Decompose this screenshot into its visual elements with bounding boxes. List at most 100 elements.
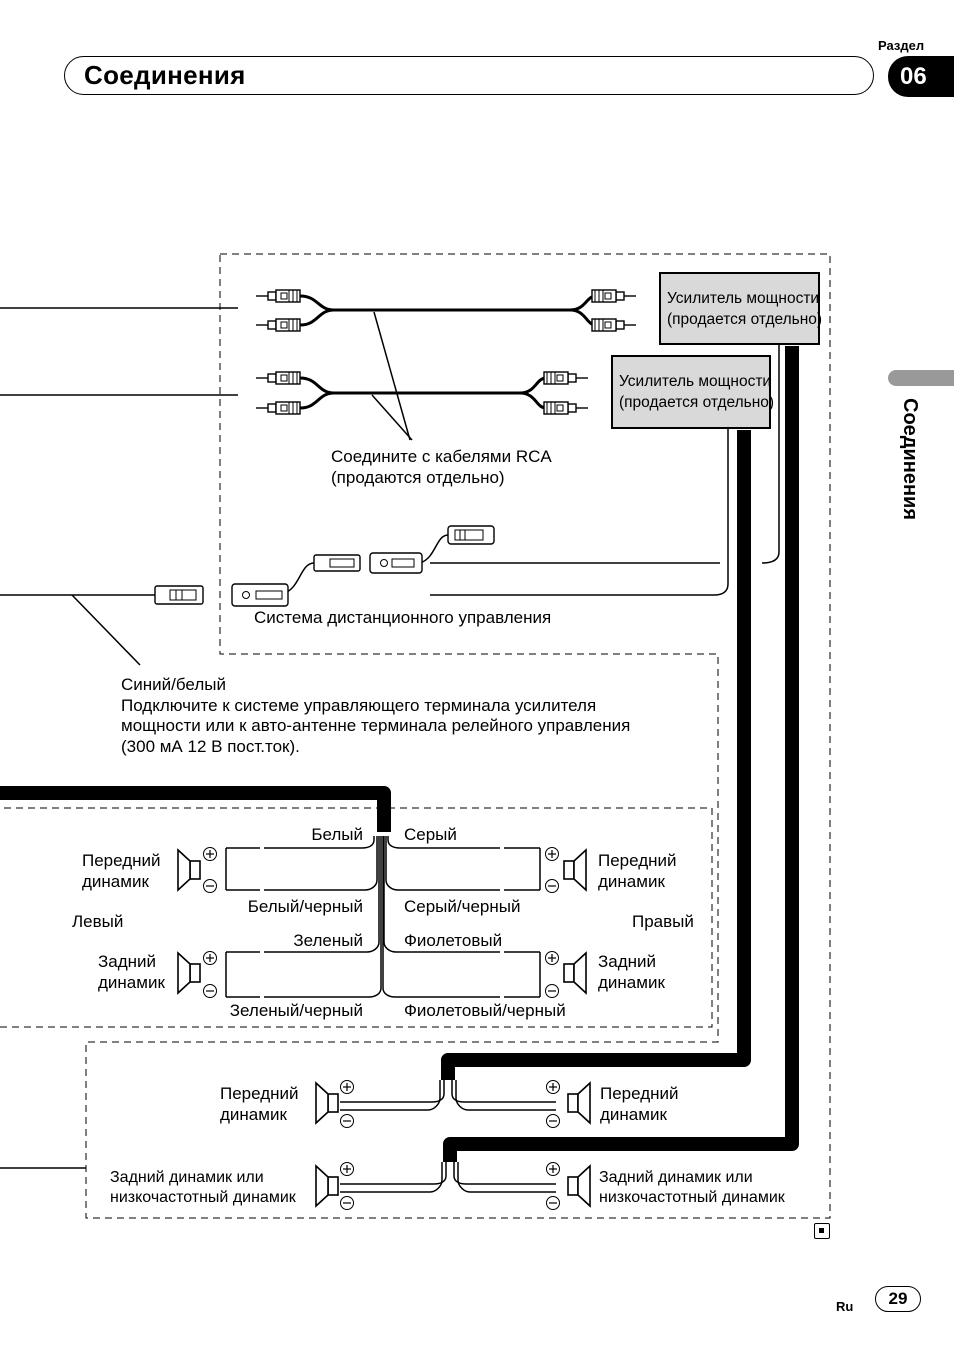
blue-white-connector <box>154 585 204 605</box>
rca-plug-top-right-2 <box>591 318 637 332</box>
rca-note-line-2: (продаются отдельно) <box>331 468 505 487</box>
remote-connector-upper <box>419 525 495 564</box>
rca-pointer-2 <box>371 394 413 441</box>
amp-front-right-plus-icon <box>545 1079 561 1095</box>
rca-plug-top-right-1 <box>591 289 637 303</box>
right-front-label-2: динамик <box>598 872 665 891</box>
left-side-label: Левый <box>72 912 123 931</box>
left-front-plus-icon <box>202 846 218 862</box>
blue-white-title: Синий/белый <box>121 675 226 694</box>
right-front-minus-icon <box>544 878 560 894</box>
wire-label-violet: Фиолетовый <box>404 931 502 950</box>
amp-front-right-speaker <box>567 1082 591 1124</box>
left-rear-minus-icon <box>202 983 218 999</box>
rca-pointer-1 <box>373 311 411 441</box>
side-tab-marker <box>888 370 954 386</box>
amp-front-left-speaker <box>315 1082 339 1124</box>
blue-white-line-3: мощности или к авто-антенне терминала ре… <box>121 716 630 735</box>
wire-label-white-black: Белый/черный <box>248 897 363 916</box>
amp-rear-right-minus-icon <box>545 1195 561 1211</box>
amp-bottom-label-1: Усилитель мощности <box>619 373 771 390</box>
amp-rear-right-plus-icon <box>545 1161 561 1177</box>
wire-label-white: Белый <box>311 825 363 844</box>
amplifier-box-bottom <box>611 355 771 429</box>
amp-front-left-plus-icon <box>339 1079 355 1095</box>
amp-front-right-minus-icon <box>545 1113 561 1129</box>
remote-connector-mid-male <box>281 554 361 595</box>
left-rear-speaker <box>177 952 201 994</box>
upper-dashed-frame <box>85 253 831 1219</box>
amp-top-label-1: Усилитель мощности <box>667 290 819 307</box>
amp-bottom-label-2: (продается отдельно) <box>619 394 774 411</box>
amp-rear-right-label-2: низкочастотный динамик <box>599 1189 786 1206</box>
rca-plug-mid-right-2 <box>543 401 589 415</box>
rca-plug-top-left-1 <box>255 289 301 303</box>
blue-white-line-4: (300 мА 12 В пост.ток). <box>121 737 300 756</box>
amp-rear-left-minus-icon <box>339 1195 355 1211</box>
amp-front-right-label-1: Передний <box>600 1084 679 1103</box>
head-unit-harness <box>0 786 391 832</box>
left-front-minus-icon <box>202 878 218 894</box>
amp-rear-left-speaker <box>315 1165 339 1207</box>
amp-bottom-speaker-cable <box>441 430 751 1080</box>
right-rear-plus-icon <box>544 950 560 966</box>
page-title: Соединения <box>84 60 246 90</box>
amp-front-left-label-1: Передний <box>220 1084 299 1103</box>
left-rear-plus-icon <box>202 950 218 966</box>
language-code: Ru <box>836 1299 854 1314</box>
amp-top-speaker-cable <box>443 346 799 1162</box>
wire-label-green-black: Зеленый/черный <box>230 1001 363 1020</box>
right-rear-label-2: динамик <box>598 973 665 992</box>
amplifier-box-top <box>659 272 820 345</box>
remote-wire-bottom-amp <box>430 428 729 596</box>
harness-branch-left <box>226 836 382 998</box>
rca-plug-mid-left-2 <box>255 401 301 415</box>
remote-connector-left <box>231 583 289 607</box>
blue-white-pointer <box>71 594 141 666</box>
left-rear-label-2: динамик <box>98 973 165 992</box>
left-front-label-2: динамик <box>82 872 149 891</box>
blue-white-line-2: Подключите к системе управляющего термин… <box>121 696 596 715</box>
rca-plug-mid-left-1 <box>255 371 301 385</box>
amp-front-branch <box>340 1080 556 1111</box>
amp-rear-right-label-1: Задний динамик или <box>599 1169 753 1186</box>
amp-rear-left-label-1: Задний динамик или <box>110 1169 264 1186</box>
wire-label-green: Зеленый <box>293 931 363 950</box>
side-section-title: Соединения <box>899 398 921 521</box>
right-rear-speaker <box>563 952 587 994</box>
speaker-dashed-frame <box>0 807 713 1028</box>
harness-branch-right <box>382 836 540 998</box>
amp-front-left-minus-icon <box>339 1113 355 1129</box>
wire-label-violet-black: Фиолетовый/черный <box>404 1001 566 1020</box>
amp-front-right-label-2: динамик <box>600 1105 667 1124</box>
amp-top-label-2: (продается отдельно) <box>667 311 822 328</box>
rca-plug-mid-right-1 <box>543 371 589 385</box>
remote-system-label: Система дистанционного управления <box>254 608 551 627</box>
title-frame <box>64 56 874 95</box>
rca-note-line-1: Соедините с кабелями RCA <box>331 447 552 466</box>
remote-connector-mid-female <box>369 552 423 574</box>
left-rear-label-1: Задний <box>98 952 156 971</box>
right-rear-label-1: Задний <box>598 952 656 971</box>
amp-rear-left-label-2: низкочастотный динамик <box>110 1189 297 1206</box>
end-of-section-icon <box>814 1223 830 1239</box>
amp-rear-right-speaker <box>567 1165 591 1207</box>
wire-label-gray: Серый <box>404 825 457 844</box>
right-side-label: Правый <box>632 912 694 931</box>
right-front-label-1: Передний <box>598 851 677 870</box>
section-label: Раздел <box>878 38 925 53</box>
amp-front-left-label-2: динамик <box>220 1105 287 1124</box>
left-front-label-1: Передний <box>82 851 161 870</box>
amp-rear-branch <box>340 1162 556 1193</box>
wire-label-gray-black: Серый/черный <box>404 897 521 916</box>
amp-rear-left-plus-icon <box>339 1161 355 1177</box>
section-number-badge: 06 <box>888 56 954 97</box>
right-rear-minus-icon <box>544 983 560 999</box>
page-number: 29 <box>875 1286 921 1312</box>
right-front-speaker <box>563 849 587 891</box>
left-front-speaker <box>177 849 201 891</box>
right-front-plus-icon <box>544 846 560 862</box>
remote-wire-top-amp <box>761 344 780 564</box>
rca-plug-top-left-2 <box>255 318 301 332</box>
